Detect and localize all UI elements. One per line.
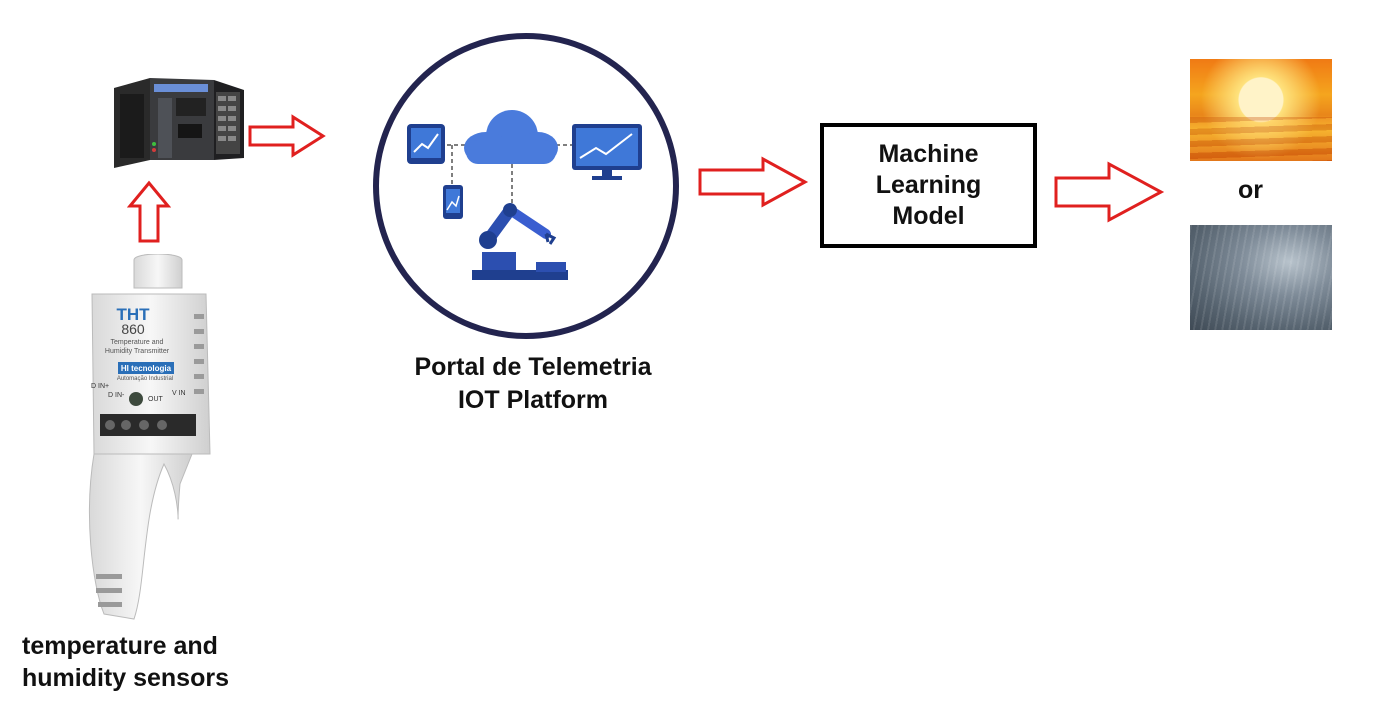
ml-model-box: Machine Learning Model (820, 123, 1037, 248)
sensor-label-line1: temperature and (22, 632, 218, 660)
arrow-up-icon (127, 180, 171, 243)
sensor-subtitle: Temperature and Humidity Transmitter (104, 339, 170, 355)
robot-arm-icon (472, 203, 568, 280)
sensor-label-line2: humidity sensors (22, 664, 229, 692)
controller-device-icon (114, 78, 244, 168)
tablet-icon (407, 124, 445, 164)
platform-label-line2: IOT Platform (457, 386, 608, 414)
sunny-weather-image (1190, 59, 1332, 161)
ml-model-line3: Model (892, 202, 965, 230)
sensor-terminal-out: OUT (148, 396, 163, 403)
platform-label-line1: Portal de Telemetria (414, 353, 652, 381)
sensor-terminal-din-minus: D IN- (108, 392, 125, 399)
sensor-terminal-vin: V IN (172, 390, 186, 397)
sensor-brand: HI tecnologia (120, 364, 172, 373)
ml-model-line1: Machine (878, 140, 979, 168)
sensor-terminal-din-plus: D IN+ (91, 383, 110, 390)
sensor-label: temperature and humidity sensors (22, 630, 229, 694)
ml-model-line2: Learning (875, 171, 982, 199)
sensor-model-label: THT (116, 305, 150, 324)
iot-platform-circle (373, 33, 679, 339)
arrow-right-icon (698, 156, 809, 208)
cloud-icon (464, 110, 558, 164)
arrow-right-icon (248, 114, 326, 158)
phone-icon (443, 185, 463, 219)
arrow-right-icon (1054, 161, 1165, 223)
platform-label: Portal de Telemetria IOT Platform (380, 351, 686, 417)
sensor-device-icon (88, 254, 211, 620)
sensor-brand-sub: Automação Industrial (116, 376, 174, 382)
rainy-weather-image (1190, 225, 1332, 330)
monitor-icon (572, 124, 642, 180)
or-label: or (1238, 176, 1263, 204)
sensor-model-number: 860 (121, 321, 145, 337)
